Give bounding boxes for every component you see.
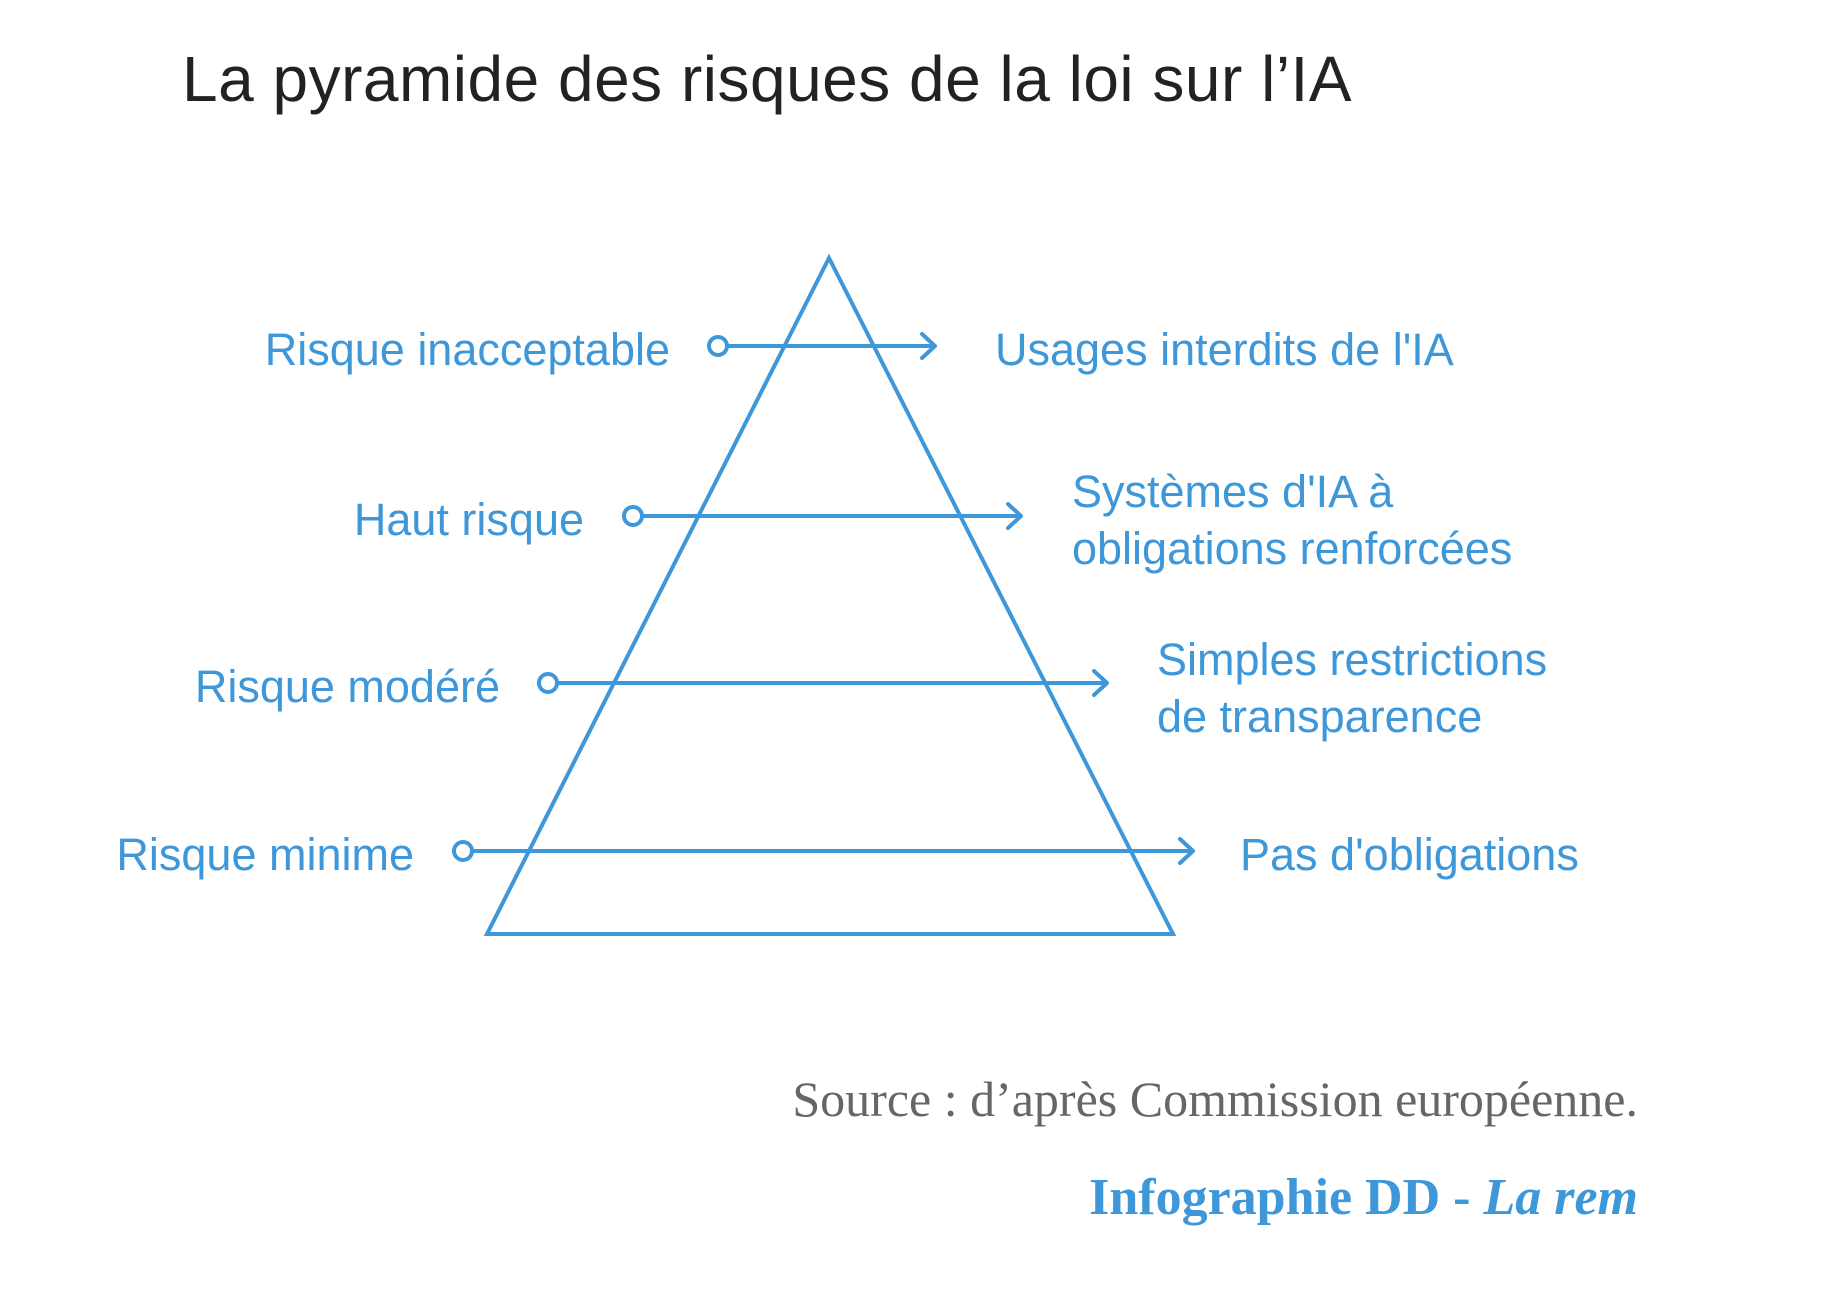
connector-risque-minime <box>452 837 1195 865</box>
consequence-line: Usages interdits de l'IA <box>995 324 1454 375</box>
start-dot <box>707 335 729 357</box>
consequence-line: Simples restrictions <box>1157 634 1548 685</box>
source-note: Source : d’après Commission européenne. <box>792 1071 1638 1127</box>
connector-risque-inacceptable <box>707 332 937 360</box>
risk-label-haut: Haut risque <box>353 494 584 545</box>
start-dot <box>622 505 644 527</box>
arrowhead-icon <box>1178 837 1195 865</box>
credit-italic: La rem <box>1483 1169 1638 1226</box>
credit-main: Infographie DD - <box>1089 1169 1484 1226</box>
consequence-line: de transparence <box>1157 691 1483 742</box>
connector-haut-risque <box>622 502 1023 530</box>
consequence-line: Systèmes d'IA à <box>1072 466 1394 517</box>
start-dot <box>537 672 559 694</box>
arrowhead-icon <box>1006 502 1023 530</box>
start-dot <box>452 840 474 862</box>
consequence-label-haut: Systèmes d'IA à obligations renforcées <box>1072 463 1512 577</box>
risk-label-minime: Risque minime <box>116 829 414 880</box>
consequence-label-inacceptable: Usages interdits de l'IA <box>995 321 1454 378</box>
consequence-line: obligations renforcées <box>1072 523 1513 574</box>
connector-risque-modere <box>537 669 1109 697</box>
risk-label-modere: Risque modéré <box>194 661 500 712</box>
consequence-line: Pas d'obligations <box>1240 829 1579 880</box>
consequence-label-minime: Pas d'obligations <box>1240 826 1579 883</box>
pyramid-outline <box>483 253 1177 936</box>
arrowhead-icon <box>920 332 937 360</box>
page-title: La pyramide des risques de la loi sur l’… <box>182 43 1352 115</box>
consequence-label-modere: Simples restrictions de transparence <box>1157 631 1547 745</box>
risk-label-inacceptable: Risque inacceptable <box>264 324 670 375</box>
credit-line: Infographie DD - La rem <box>1089 1168 1638 1227</box>
arrowhead-icon <box>1092 669 1109 697</box>
